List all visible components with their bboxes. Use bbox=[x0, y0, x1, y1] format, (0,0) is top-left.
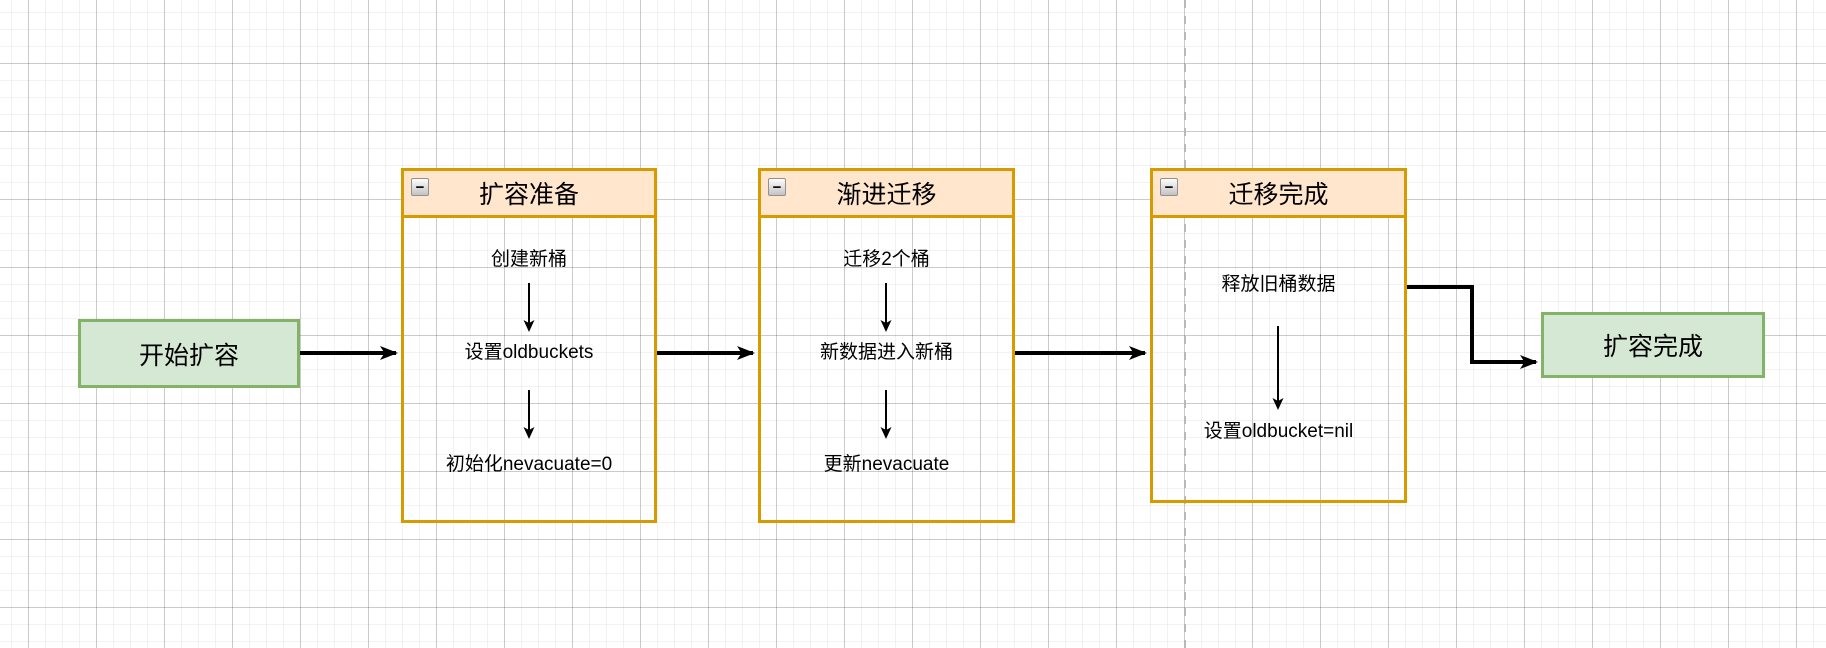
minus-icon: − bbox=[415, 178, 425, 196]
stage-container-migrate[interactable]: − 渐进迁移 迁移2个桶 新数据进入新桶 更新nevacuate bbox=[758, 168, 1015, 523]
start-node[interactable]: 开始扩容 bbox=[78, 319, 300, 388]
stage-title: 扩容准备 bbox=[478, 181, 579, 209]
start-node-label: 开始扩容 bbox=[138, 341, 239, 370]
step-label[interactable]: 迁移2个桶 bbox=[843, 249, 930, 270]
stage-container-finish[interactable]: − 迁移完成 释放旧桶数据 设置oldbucket=nil bbox=[1150, 168, 1407, 503]
end-node-label: 扩容完成 bbox=[1602, 333, 1703, 361]
step-label[interactable]: 设置oldbucket=nil bbox=[1203, 421, 1354, 442]
minus-icon: − bbox=[772, 178, 782, 196]
stage-title: 渐进迁移 bbox=[836, 181, 937, 209]
end-node[interactable]: 扩容完成 bbox=[1541, 312, 1765, 378]
connector-finish-to-end[interactable] bbox=[1407, 285, 1538, 369]
step-label[interactable]: 释放旧桶数据 bbox=[1221, 274, 1336, 295]
stage-header: − 扩容准备 bbox=[404, 171, 654, 218]
collapse-button[interactable]: − bbox=[411, 178, 429, 196]
stage-container-prep[interactable]: − 扩容准备 创建新桶 设置oldbuckets 初始化nevacuate=0 bbox=[401, 168, 657, 523]
step-label[interactable]: 更新nevacuate bbox=[823, 454, 950, 475]
stage-header: − 迁移完成 bbox=[1153, 171, 1404, 218]
step-label[interactable]: 设置oldbuckets bbox=[464, 342, 594, 363]
collapse-button[interactable]: − bbox=[768, 178, 786, 196]
page-boundary-line bbox=[1184, 0, 1186, 648]
stage-title: 迁移完成 bbox=[1228, 181, 1329, 209]
step-label[interactable]: 初始化nevacuate=0 bbox=[445, 454, 613, 475]
step-label[interactable]: 新数据进入新桶 bbox=[819, 342, 953, 363]
collapse-button[interactable]: − bbox=[1160, 178, 1178, 196]
minus-icon: − bbox=[1164, 178, 1174, 196]
stage-header: − 渐进迁移 bbox=[761, 171, 1012, 218]
step-label[interactable]: 创建新桶 bbox=[490, 249, 567, 270]
